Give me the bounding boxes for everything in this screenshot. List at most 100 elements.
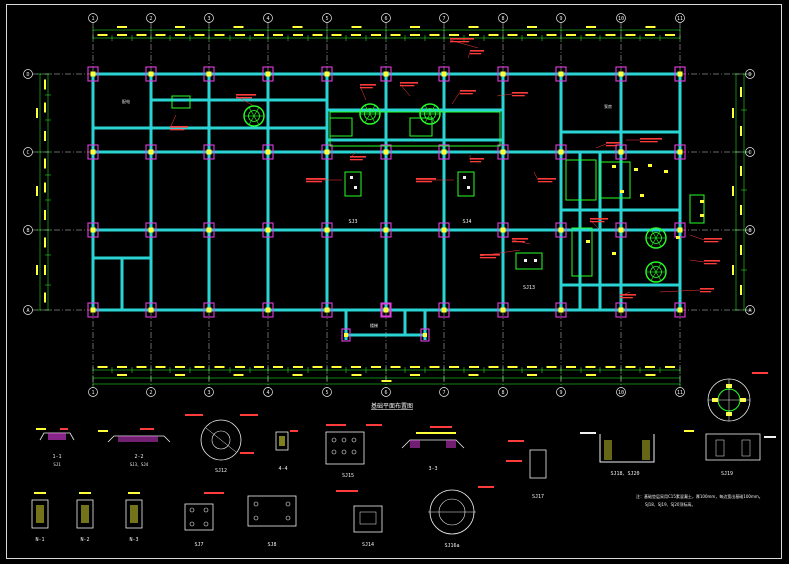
detail-outline — [275, 431, 289, 451]
detail-circle — [200, 419, 242, 461]
note-red — [467, 50, 484, 59]
note-text-line-2 — [640, 141, 658, 143]
detail-dim — [98, 430, 108, 432]
axis-bubble-circle — [146, 387, 156, 397]
dim-top-detail-value — [469, 34, 479, 36]
equipment-fan-2 — [359, 103, 381, 125]
dim-top-detail-value — [585, 34, 596, 36]
note-red — [449, 38, 479, 49]
dim-top-detail-value — [155, 34, 166, 36]
column-core — [90, 149, 96, 155]
axis-bubble-C-right: C — [745, 147, 755, 157]
detail-n3 — [125, 492, 143, 529]
detail-fill — [604, 440, 612, 460]
dim-top-axis-value — [527, 26, 537, 28]
axis-bubble-1-bottom: 1 — [88, 387, 98, 397]
axis-bubble-number: 6 — [384, 390, 387, 396]
axis-bubble-number: 6 — [384, 16, 387, 22]
dim-bottom-axis-value — [645, 374, 656, 376]
detail-outline — [31, 499, 49, 529]
leader-line — [359, 85, 367, 101]
dim-bottom-detail-value — [469, 366, 479, 368]
column-core — [500, 307, 506, 313]
note-text-line-2 — [170, 129, 185, 131]
note-text-line-1 — [538, 178, 556, 180]
marker — [700, 200, 704, 203]
column-core — [383, 227, 389, 233]
equipment-foundations — [171, 95, 705, 283]
detail-label-n3: N-3 — [129, 537, 138, 543]
axis-bubble-C-left: C — [23, 147, 33, 157]
column-core — [206, 307, 212, 313]
detail-label-n1: N-1 — [35, 537, 44, 543]
column-core — [324, 227, 330, 233]
detail-label-sj7: SJ7 — [194, 542, 203, 548]
column-core — [423, 333, 427, 337]
detail-fill — [446, 440, 456, 448]
dim-bottom-detail-value — [429, 366, 440, 368]
note-text-line-1 — [620, 294, 636, 296]
detail-bolt — [253, 515, 259, 521]
dim-bottom-axis-value — [351, 374, 362, 376]
dim-bottom-detail-value — [117, 366, 127, 368]
axis-bubble-circle — [745, 69, 755, 79]
axis-bubble-number: 5 — [325, 16, 328, 22]
detail-bolt — [331, 449, 337, 455]
detail-pier — [715, 439, 725, 457]
axis-bubble-number: 4 — [266, 16, 269, 22]
axis-bubble-9-top: 9 — [556, 13, 566, 23]
column-outline — [380, 66, 392, 82]
equipment-spoke — [655, 237, 662, 247]
dim-right-detail-value — [740, 285, 742, 295]
dim-left-detail-value — [44, 237, 46, 248]
note-red — [496, 92, 528, 97]
column-core — [90, 307, 96, 313]
column-outline — [145, 222, 157, 238]
column-A2 — [145, 302, 157, 318]
detail-dim — [416, 432, 456, 434]
dim-bottom-detail-value — [527, 366, 537, 368]
note-text-line-1 — [360, 84, 376, 86]
detail-label-sj8: SJ8 — [267, 542, 276, 548]
column-outline — [497, 66, 509, 82]
axis-bubble-number: 9 — [559, 390, 562, 396]
column-core — [558, 71, 564, 77]
axis-bubble-circle — [322, 13, 332, 23]
axis-bubble-letter: D — [748, 72, 751, 78]
dim-top-detail-value — [665, 34, 675, 36]
note-text-line-1 — [704, 238, 722, 240]
axis-bubble-circle — [204, 387, 214, 397]
equipment-spoke — [650, 263, 657, 273]
detail-dim — [79, 492, 91, 494]
axis-bubble-8-top: 8 — [498, 13, 508, 23]
column-outline — [262, 302, 274, 318]
detail-fill — [81, 505, 89, 523]
note-text-line-2 — [360, 87, 373, 89]
note-text-line-2 — [450, 41, 470, 43]
leader-line — [467, 51, 471, 59]
column-core — [558, 149, 564, 155]
column-D2 — [145, 66, 157, 82]
equipment-spoke — [253, 107, 260, 117]
column-outline — [615, 302, 627, 318]
dim-left-detail-value — [44, 265, 46, 275]
dim-top-detail-value — [645, 34, 655, 36]
dim-bottom-detail-value — [546, 366, 557, 368]
equipment-fan-4 — [645, 227, 667, 249]
column-outline — [555, 144, 567, 160]
axis-bubble-D-left: D — [23, 69, 33, 79]
note-text-line-1 — [590, 218, 608, 220]
dim-bottom-axis-value — [175, 374, 185, 376]
axis-bubble-number: 10 — [618, 16, 624, 22]
detail-red — [290, 430, 298, 432]
marker — [612, 252, 616, 255]
column-core — [324, 307, 330, 313]
note-red — [619, 291, 636, 299]
detail-dim — [34, 492, 46, 494]
detail-inner-circle — [211, 430, 231, 450]
axis-bubble-2-top: 2 — [146, 13, 156, 23]
column-D10 — [615, 66, 627, 82]
dim-top-axis-value — [410, 26, 420, 28]
column-B3 — [203, 222, 215, 238]
